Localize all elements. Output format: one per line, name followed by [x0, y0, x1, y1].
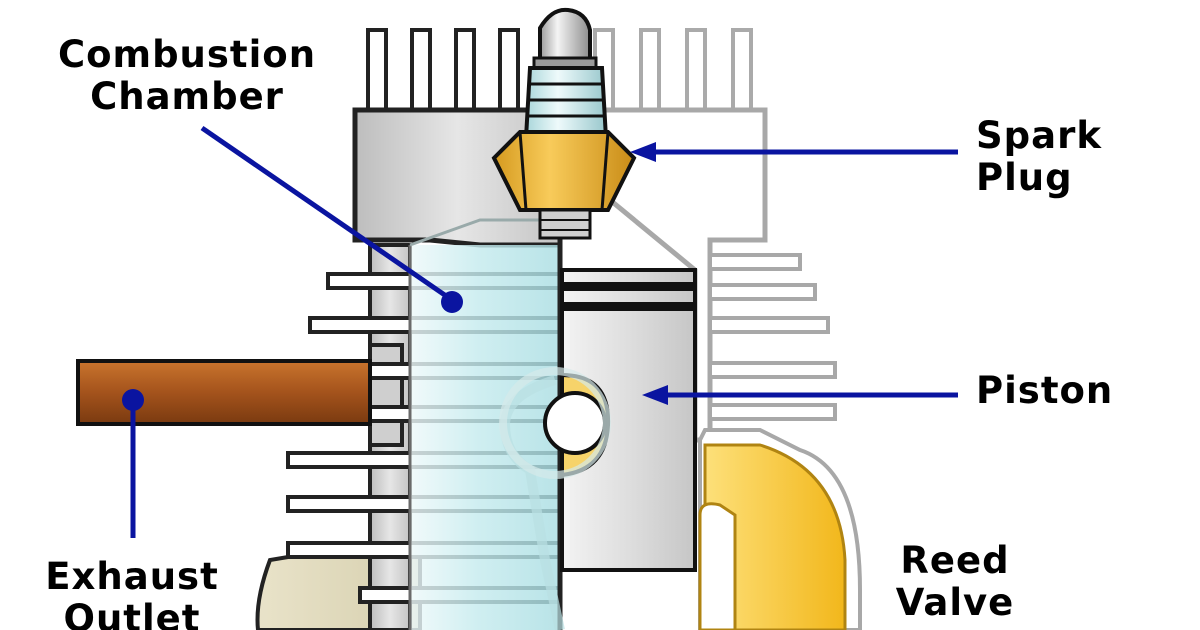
callout-lines	[122, 125, 958, 538]
spark-plug-label-line1: Spark	[976, 114, 1102, 157]
spark-plug-label: Spark Plug	[976, 115, 1102, 199]
reed-valve-label: Reed Valve	[890, 540, 1020, 624]
piston-label: Piston	[976, 370, 1113, 412]
combustion-chamber-label-line2: Chamber	[90, 75, 284, 118]
reed-valve-label-line2: Valve	[895, 581, 1015, 624]
piston	[543, 268, 697, 572]
combustion-chamber-label-line1: Combustion	[57, 33, 317, 76]
exhaust-pipe	[76, 359, 372, 426]
exhaust-outlet-label: Exhaust Outlet	[32, 556, 232, 630]
spark-plug	[491, 7, 637, 240]
piston-label-line1: Piston	[976, 369, 1114, 412]
cylinder-bore	[408, 218, 563, 630]
crankcase	[698, 428, 862, 630]
exhaust-outlet-label-line1: Exhaust	[45, 555, 219, 598]
connecting-rod	[499, 367, 611, 630]
spark-plug-label-line2: Plug	[976, 156, 1073, 199]
combustion-chamber-label: Combustion Chamber	[52, 34, 322, 118]
exhaust-outlet-label-line2: Outlet	[63, 597, 201, 630]
reed-valve-label-line1: Reed	[900, 539, 1010, 582]
